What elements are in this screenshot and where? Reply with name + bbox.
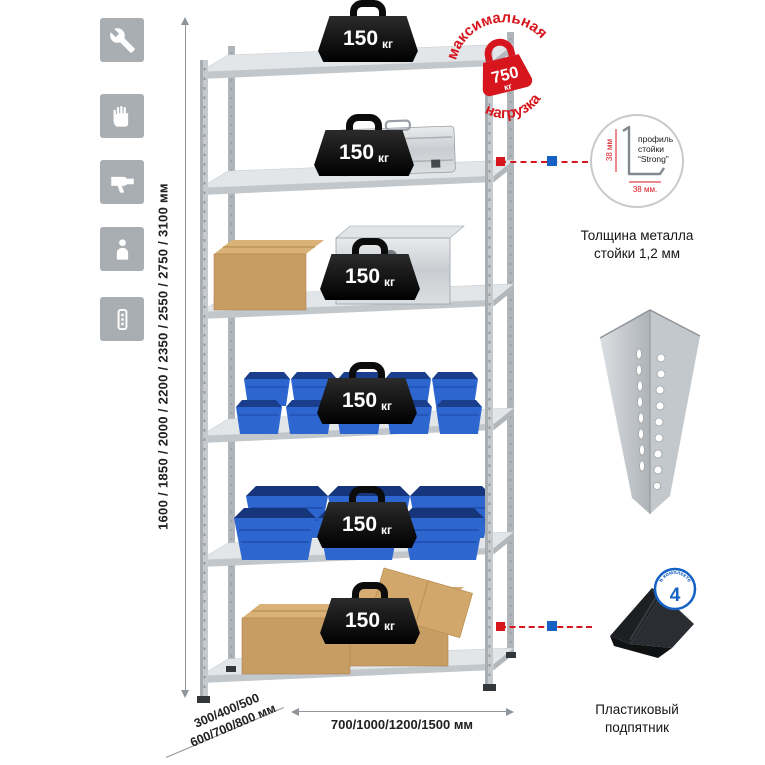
tile-wrench: [100, 18, 144, 62]
svg-text:максимальная: максимальная: [436, 0, 553, 65]
stamp-unit: кг: [503, 81, 514, 93]
callout-line-foot: [500, 626, 592, 628]
profile-label-2: стойки: [638, 144, 664, 154]
included-count-badge: в комплекте 4: [653, 567, 697, 611]
tile-person: [100, 227, 144, 271]
profile-dim-horizontal: 38 мм.: [633, 185, 657, 194]
arrow-up-icon: [181, 17, 189, 25]
max-load-stamp: максимальная нагрузка 750 кг: [436, 0, 553, 129]
rack-front-posts: [197, 48, 516, 703]
drill-icon: [110, 176, 134, 193]
load-unit: кг: [382, 36, 394, 51]
callout-line-profile: [500, 161, 588, 163]
width-dimension-line: [298, 711, 506, 712]
tile-gloves: [100, 94, 144, 138]
height-dimension-line: [185, 24, 186, 690]
tile-post: [100, 297, 144, 341]
arrow-right-icon: [506, 708, 514, 716]
blue-marker: [547, 156, 557, 166]
foot-caption: Пластиковый подпятник: [595, 702, 679, 735]
cardboard-box: [213, 240, 324, 311]
profile-dim-vertical: 38 мм: [605, 139, 614, 161]
perforated-post-image: [599, 309, 701, 514]
profile-angle-drawing: [622, 125, 665, 176]
red-marker: [496, 622, 505, 631]
arrow-down-icon: [181, 690, 189, 698]
profile-label-1: профиль: [638, 134, 674, 144]
load-value: 150: [342, 27, 379, 50]
wrench-icon: [109, 27, 135, 53]
post-holes: [636, 348, 666, 490]
badge-value: 4: [670, 585, 681, 606]
arrow-left-icon: [291, 708, 299, 716]
tile-drill: [100, 160, 144, 204]
perforated-post-icon: [117, 308, 127, 330]
stamp-arc-top: максимальная: [436, 0, 553, 65]
gloves-icon: [113, 105, 128, 127]
profile-label-3: “Strong”: [638, 154, 669, 164]
red-marker: [496, 157, 505, 166]
person-icon: [116, 238, 128, 260]
post-profile-detail: 38 мм 38 мм. профиль стойки “Strong”: [590, 114, 684, 208]
stamp-weight-icon: [482, 38, 533, 97]
profile-caption: Толщина металла стойки 1,2 мм: [580, 228, 694, 261]
width-dimension-label: 700/1000/1200/1500 мм: [330, 717, 474, 732]
blue-marker: [547, 621, 557, 631]
rack-back-posts: [228, 32, 514, 668]
height-dimension-label: 1600 / 1850 / 2000 / 2200 / 2350 / 2550 …: [155, 183, 171, 531]
